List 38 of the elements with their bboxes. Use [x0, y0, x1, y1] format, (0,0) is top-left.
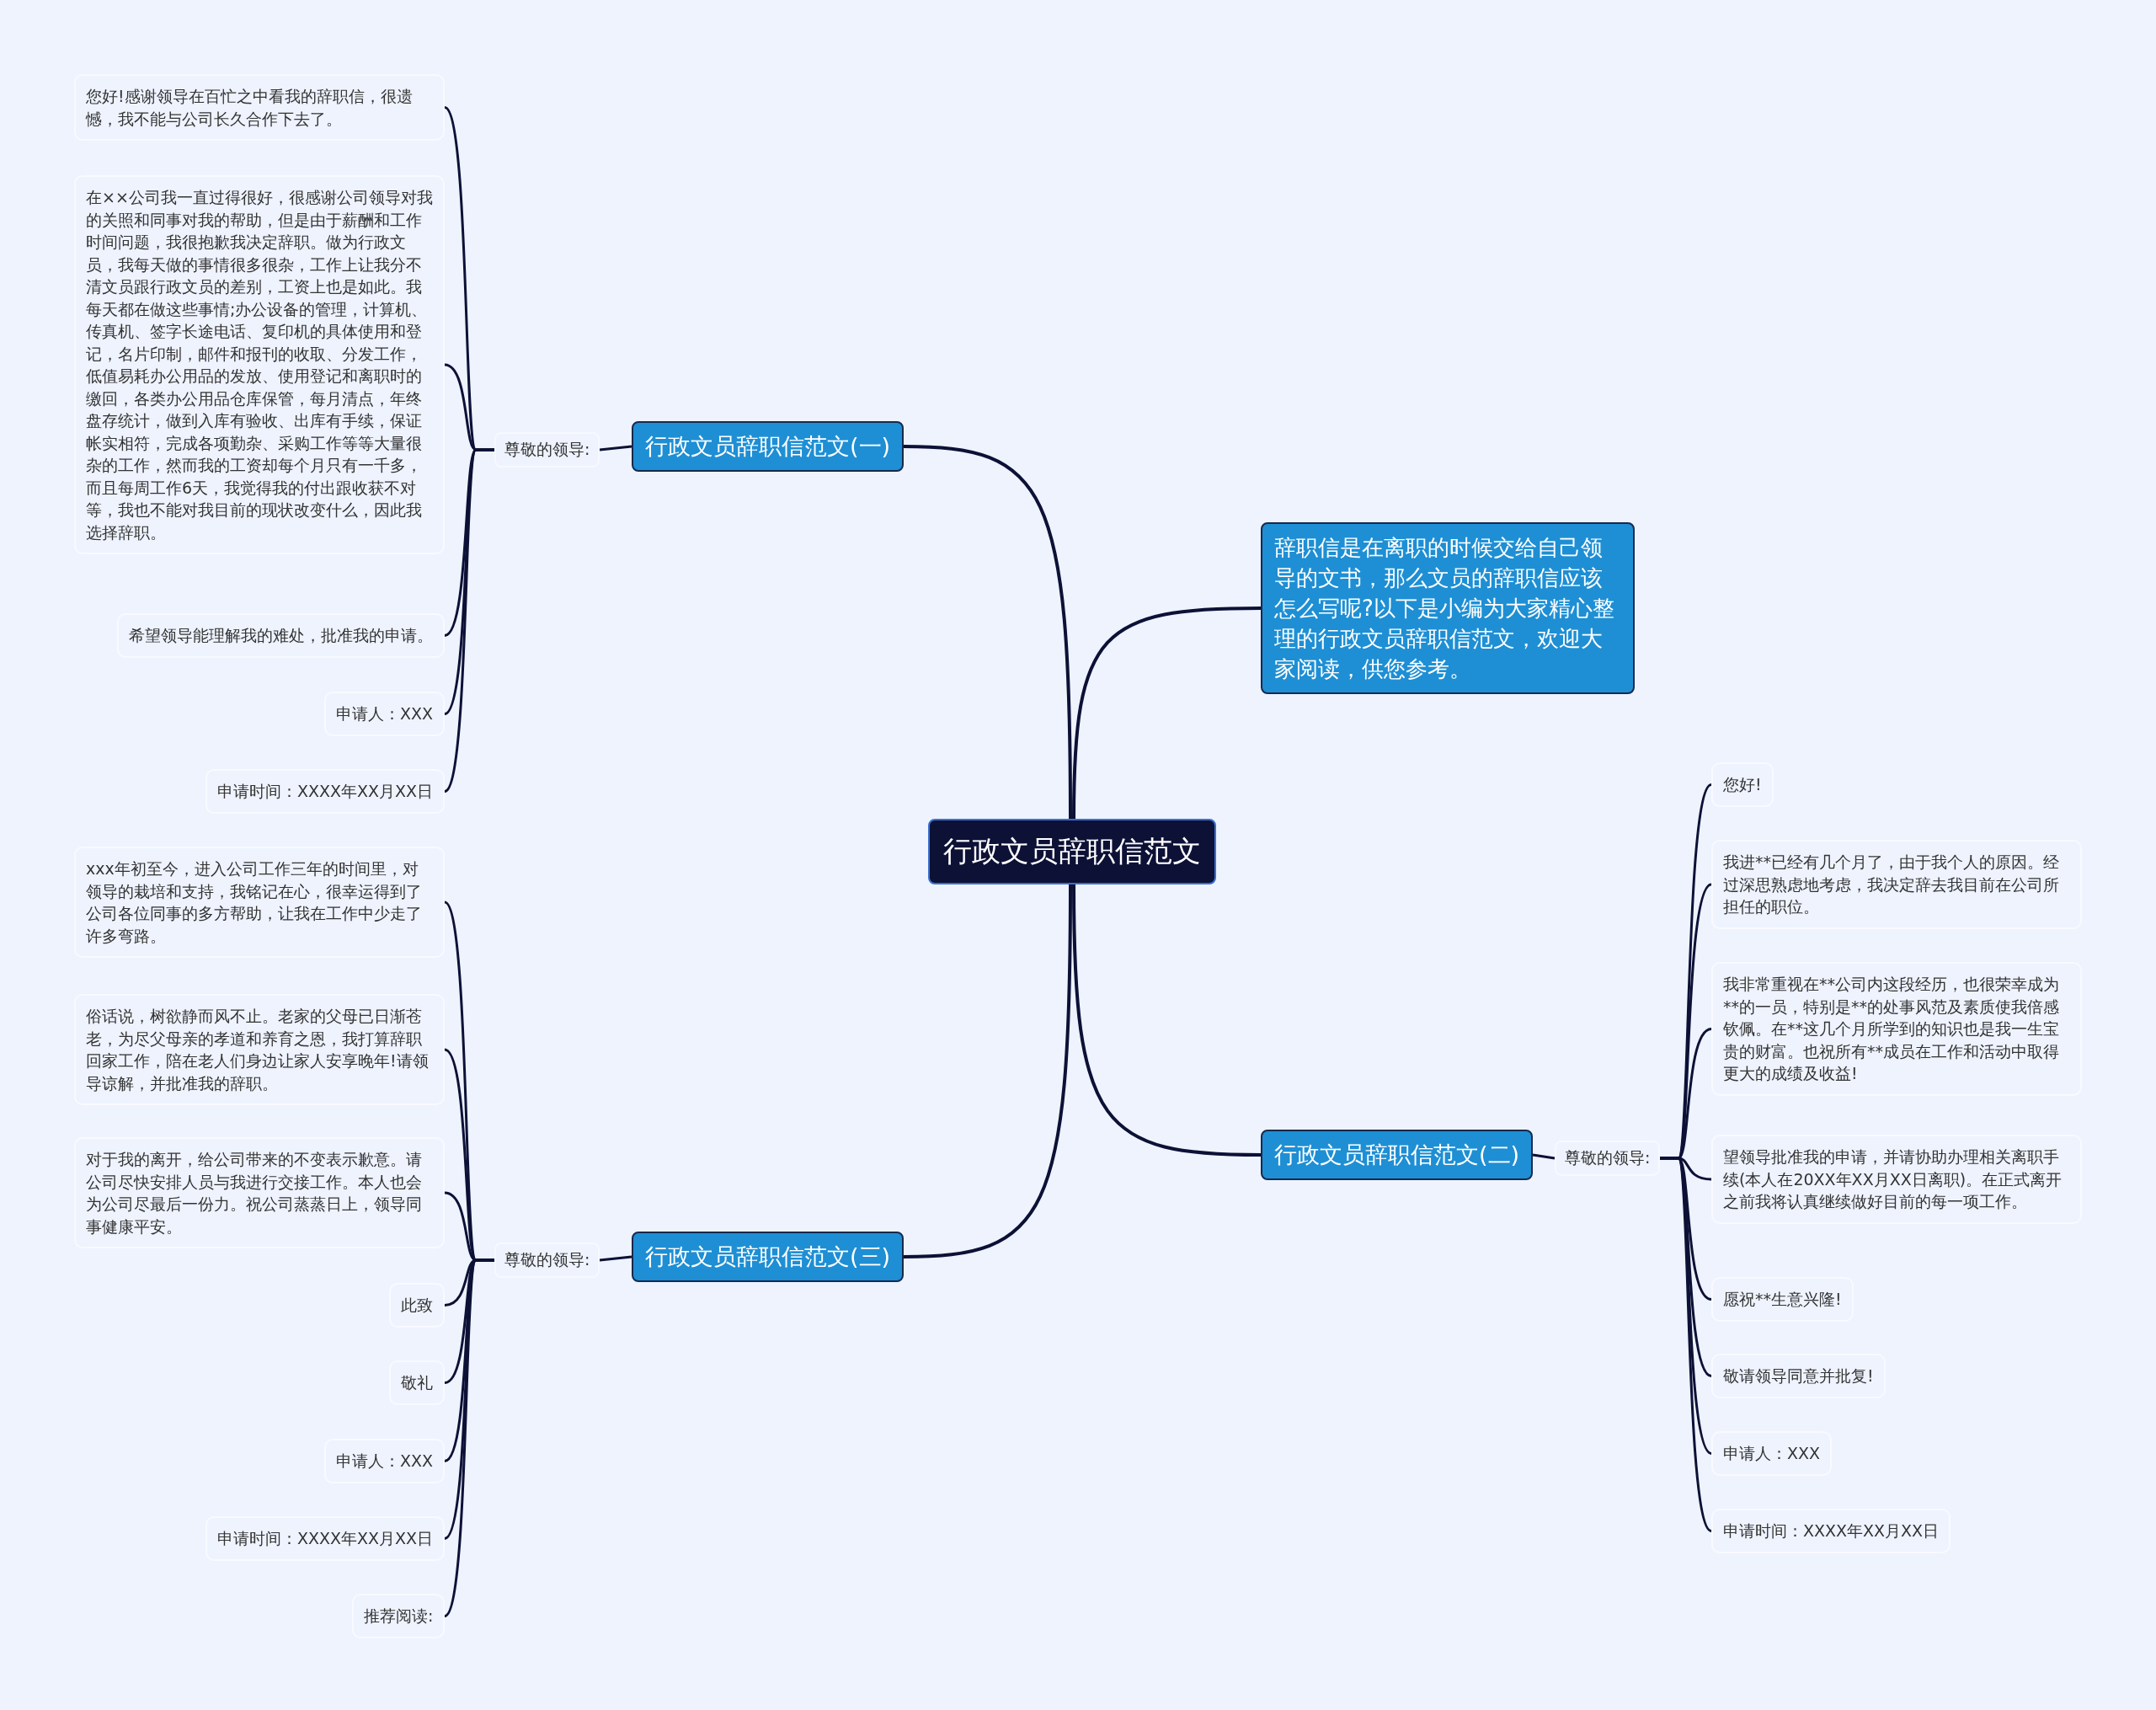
connector-line [599, 445, 632, 452]
text-box: 申请人：XXX [324, 1439, 446, 1483]
text-box: 此致 [389, 1283, 445, 1328]
text-box: 敬礼 [389, 1360, 445, 1405]
connector-line [1660, 1157, 1713, 1532]
branch-topic-box: 行政文员辞职信范文(三) [632, 1232, 905, 1282]
text-box: 申请时间：XXXX年XX月XX日 [205, 1516, 446, 1561]
text-box: 希望领导能理解我的难处，批准我的申请。 [117, 613, 445, 658]
text-box: 我非常重视在**公司内这段经历，也很荣幸成为**的一员，特别是**的处事风范及素质使我倍感钦佩。在**这几个月所学到的知识也是我一生宝贵的财富。也祝所有**成员在工作和活动中取得更大的成绩及收益! [1711, 962, 2082, 1096]
text-box: 望领导批准我的申请，并请协助办理相关离职手续(本人在20XX年XX月XX日离职)。在正式离开之前我将认真继续做好目前的每一项工作。 [1711, 1135, 2082, 1224]
central-topic-box: 行政文员辞职信范文 [928, 819, 1216, 884]
text-box: xxx年初至今，进入公司工作三年的时间里，对领导的栽培和支持，我铭记在心，很幸运得到了公司各位同事的多方帮助，让我在工作中少走了许多弯路。 [74, 847, 445, 958]
subtopic-box: 尊敬的领导: [1555, 1141, 1661, 1176]
branch-topic-box: 行政文员辞职信范文(二) [1261, 1130, 1534, 1180]
connector-line [903, 884, 1072, 1258]
connector-line [599, 1255, 632, 1262]
text-box: 申请人：XXX [1711, 1431, 1833, 1476]
branch-topic-box: 行政文员辞职信范文(一) [632, 421, 905, 472]
text-box: 愿祝**生意兴隆! [1711, 1277, 1854, 1322]
text-box: 申请时间：XXXX年XX月XX日 [1711, 1509, 1951, 1553]
text-box: 俗话说，树欲静而风不止。老家的父母已日渐苍老，为尽父母亲的孝道和养育之恩，我打算辞职回家工作，陪在老人们身边让家人安享晚年!请领导谅解，并批准我的辞职。 [74, 994, 445, 1105]
connector-line [1532, 1153, 1556, 1160]
summary-box: 辞职信是在离职的时候交给自己领导的文书，那么文员的辞职信应该怎么写呢?以下是小编为大家精心整理的行政文员辞职信范文，欢迎大家阅读，供您参考。 [1261, 522, 1635, 694]
connector-line [903, 445, 1072, 819]
subtopic-box: 尊敬的领导: [494, 1242, 600, 1278]
subtopic-box: 尊敬的领导: [494, 432, 600, 468]
connector-line [1072, 884, 1262, 1157]
text-box: 推荐阅读: [352, 1594, 446, 1638]
text-box: 您好! [1711, 762, 1774, 807]
connector-line [443, 1258, 494, 1617]
text-box: 对于我的离开，给公司带来的不变表示歉意。请公司尽快安排人员与我进行交接工作。本人也会为公司尽最后一份力。祝公司蒸蒸日上，领导同事健康平安。 [74, 1137, 445, 1248]
text-box: 我进**已经有几个月了，由于我个人的原因。经过深思熟虑地考虑，我决定辞去我目前在公司所担任的职位。 [1711, 840, 2082, 929]
text-box: 申请人：XXX [324, 692, 446, 736]
text-box: 您好!感谢领导在百忙之中看我的辞职信，很遗憾，我不能与公司长久合作下去了。 [74, 74, 445, 141]
text-box: 申请时间：XXXX年XX月XX日 [205, 769, 446, 814]
connector-line [1072, 607, 1262, 820]
text-box: 敬请领导同意并批复! [1711, 1354, 1886, 1398]
text-box: 在××公司我一直过得很好，很感谢公司领导对我的关照和同事对我的帮助，但是由于薪酬和工作时间问题，我很抱歉我决定辞职。做为行政文员，我每天做的事情很多很杂，工作上让我分不清文员跟行政文员的差别，工资上也是如此。我每天都在做这些事情;办公设备的管理，计算机、传真机、签字长途电话、复印机的具体使用和登记，名片印制，邮件和报刊的收取、分发工作，低值易耗办公用品的发放、使用登记和离职时的缴回，各类办公用品仓库保管，每月清点，年终盘存统计，做到入库有验收、出库有手续，保证帐实相符，完成各项勤杂、采购工作等等大量很杂的工作，然而我的工资却每个月只有一千多，而且每周工作6天，我觉得我的付出跟收获不对等，我也不能对我目前的现状改变什么，因此我选择辞职。 [74, 175, 445, 554]
